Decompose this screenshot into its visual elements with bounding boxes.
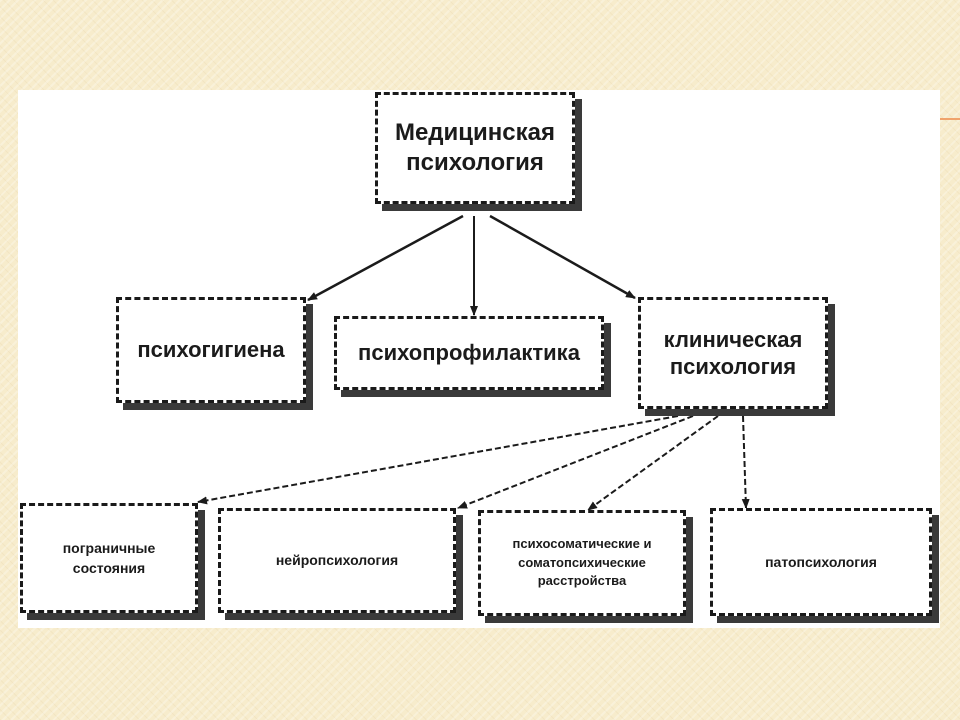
node-clinical-psychology-line1: клиническая: [663, 326, 803, 352]
node-clinical-psychology-line2: психология: [669, 354, 797, 379]
node-medical-psychology-line1: Медицинская: [394, 119, 556, 146]
node-borderline-states-line1: пограничные: [62, 539, 156, 556]
node-borderline-states-line2: состояния: [72, 560, 146, 576]
node-psychoprophylaxis: психопрофилактика: [334, 316, 604, 390]
arrow-clinical-to-patho: [741, 415, 750, 509]
node-psychohygiene-label: психогигиена: [137, 337, 285, 363]
diagram-panel: Медицинская психология психогигиена псих…: [18, 90, 940, 628]
node-psychoprophylaxis-label: психопрофилактика: [358, 340, 580, 366]
node-pathopsychology: патопсихология: [710, 508, 932, 616]
node-neuropsychology: нейропсихология: [218, 508, 456, 613]
node-psychosomatic-disorders-line1: психосоматические и: [512, 535, 652, 551]
node-medical-psychology: Медицинская психология: [375, 92, 575, 204]
arrow-root-to-hygiene: [307, 214, 464, 302]
node-borderline-states: пограничные состояния: [20, 503, 198, 613]
node-pathopsychology-label: патопсихология: [765, 553, 877, 570]
node-psychosomatic-disorders: психосоматические и соматопсихические ра…: [478, 510, 686, 616]
node-psychosomatic-disorders-line3: расстройства: [537, 573, 627, 589]
node-clinical-psychology: клиническая психология: [638, 297, 828, 409]
node-neuropsychology-label: нейропсихология: [275, 552, 399, 569]
node-psychohygiene: психогигиена: [116, 297, 306, 403]
arrow-clinical-to-borderline: [197, 415, 679, 505]
connector-layer: [197, 214, 750, 511]
arrow-clinical-to-neuro: [457, 415, 694, 509]
arrow-root-to-clinical: [489, 214, 636, 300]
accent-line: [940, 118, 960, 120]
node-psychosomatic-disorders-line2: соматопсихические: [518, 554, 646, 570]
arrow-clinical-to-psychosomatic: [587, 415, 719, 511]
node-medical-psychology-line2: психология: [406, 149, 544, 176]
